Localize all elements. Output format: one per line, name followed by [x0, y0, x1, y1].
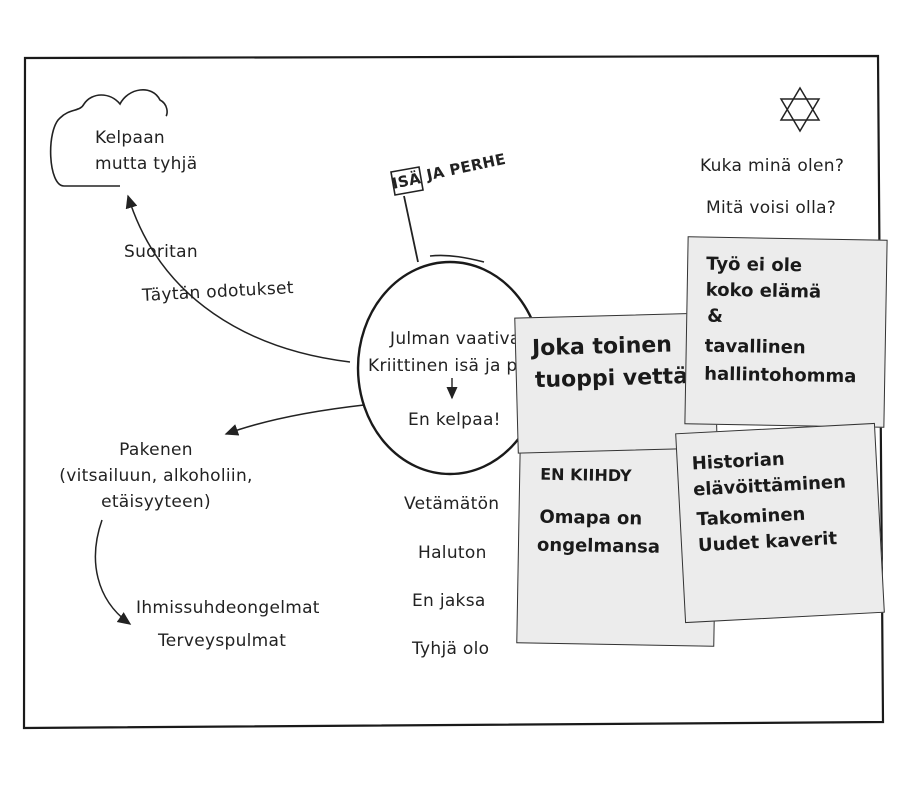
note-historian-line-4: Uudet kaverit: [697, 528, 838, 557]
note-tyo-line-5: hallintohomma: [704, 363, 857, 388]
flee-line-1: Pakenen: [119, 440, 193, 460]
question-2: Mitä voisi olla?: [706, 198, 837, 218]
circle-line-1: Julman vaativa: [390, 329, 521, 349]
circle-bottom: En kelpaa!: [408, 410, 501, 430]
note-tyo: Työ ei ole koko elämä & tavallinen halli…: [684, 236, 888, 428]
arrow-to-problems: [94, 519, 132, 625]
note-tyo-line-4: tavallinen: [704, 335, 806, 359]
star-of-david-icon: [779, 86, 821, 133]
below-vetamaton: Vetämätön: [404, 494, 500, 514]
flag-pole: [403, 195, 419, 263]
note-joka-toinen-line-2: tuoppi vettä: [534, 364, 689, 394]
note-joka-toinen-line-1: Joka toinen: [531, 332, 673, 362]
flee-line-2: (vitsailuun, alkoholiin,: [59, 466, 253, 486]
below-en-jaksa: En jaksa: [412, 591, 486, 611]
cloud-text-line-1: Kelpaan: [95, 128, 165, 148]
note-historian: Historian elävöittäminen Takominen Uudet…: [675, 422, 885, 624]
board-frame: [22, 54, 885, 730]
note-tyo-line-2: koko elämä: [705, 279, 822, 303]
question-1: Kuka minä olen?: [700, 156, 845, 176]
note-en-kiihdy-line-4: ongelmansa: [536, 534, 661, 558]
note-en-kiihdy-line-1: EN KIIHDY: [540, 464, 632, 486]
note-tyo-line-3: &: [707, 305, 724, 327]
note-historian-line-2: elävöittäminen: [692, 471, 847, 501]
problem-ihmissuhde: Ihmissuhdeongelmat: [136, 598, 320, 618]
note-tyo-line-1: Työ ei ole: [705, 253, 803, 277]
flee-line-3: etäisyyteen): [101, 492, 211, 512]
cloud-shape: [49, 89, 168, 187]
note-historian-line-1: Historian: [691, 448, 786, 475]
problem-terveys: Terveyspulmat: [158, 631, 287, 651]
below-tyhja-olo: Tyhjä olo: [412, 639, 490, 659]
note-en-kiihdy-line-3: Omapa on: [539, 506, 643, 530]
below-haluton: Haluton: [418, 543, 487, 563]
note-historian-line-3: Takominen: [696, 503, 806, 531]
label-suoritan: Suoritan: [124, 242, 198, 262]
arrow-to-cloud: [125, 194, 351, 363]
cloud-text-line-2: mutta tyhjä: [95, 154, 198, 174]
circle-line-2: Kriittinen isä ja p: [368, 356, 518, 376]
arrow-to-pakenen: [224, 404, 365, 436]
flag-box: [390, 166, 424, 196]
